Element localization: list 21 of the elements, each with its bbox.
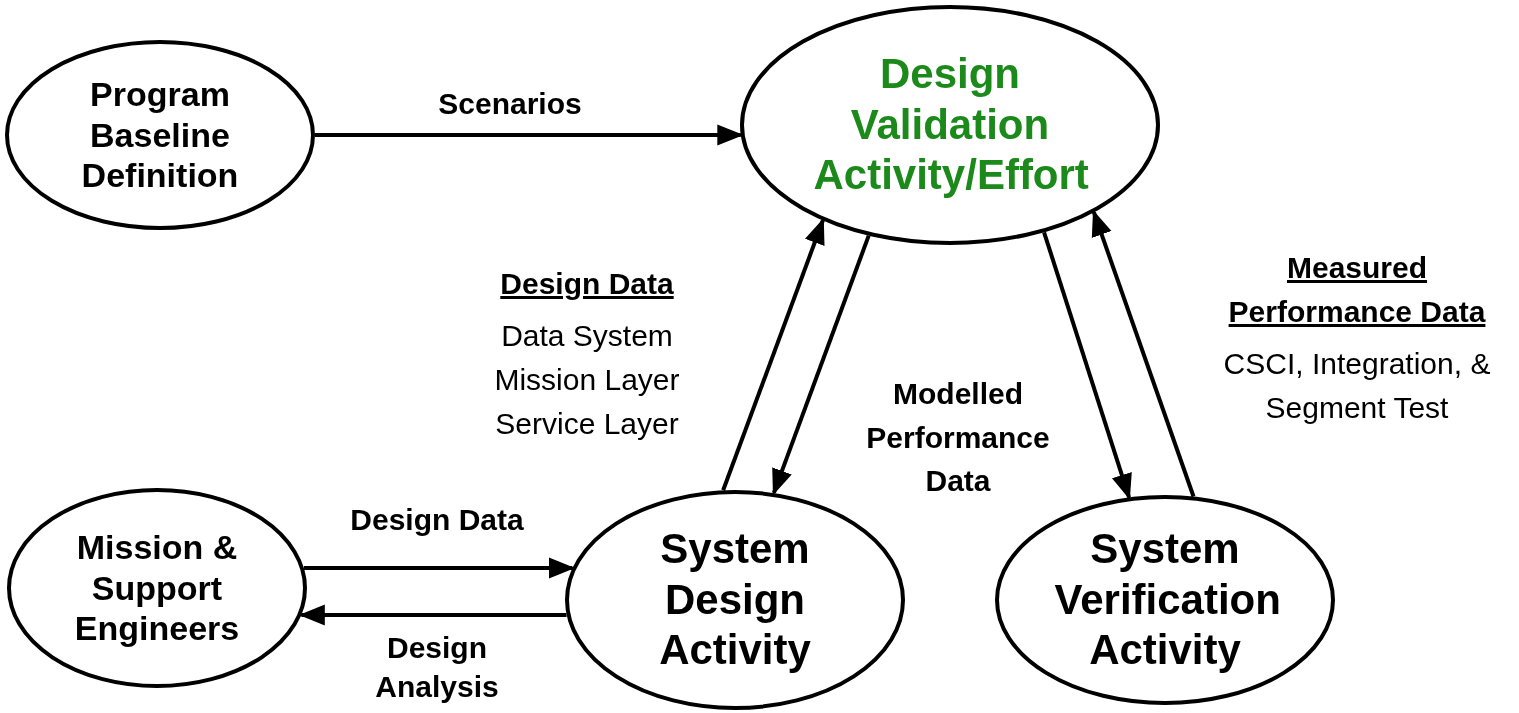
note-label: CSCI, Integration, & Segment Test [1222,346,1492,426]
activity-ellipse [7,488,307,688]
activity-ellipse [995,495,1335,705]
arrow [1091,209,1196,498]
arrow [303,557,575,579]
activity-ellipse [565,490,905,710]
note-label: Service Layer [494,406,680,442]
note-label: Modelled Performance Data [865,376,1051,499]
arrow [1042,231,1132,500]
node-label: Mission & Support Engineers [73,526,241,650]
activity-ellipse [740,5,1160,245]
activity-ellipse [5,40,315,230]
node-label: Program Baseline Definition [80,73,240,197]
note-label: Data System [500,318,674,354]
heading-label: Design Data [499,266,675,302]
node-label: System Design Activity [658,524,812,676]
node-label: Design Validation Activity/Effort [813,49,1087,201]
arrow [721,218,825,491]
note-label: Mission Layer [493,362,681,398]
heading-label: Measured Performance Data [1227,250,1487,330]
arrow [772,234,871,496]
